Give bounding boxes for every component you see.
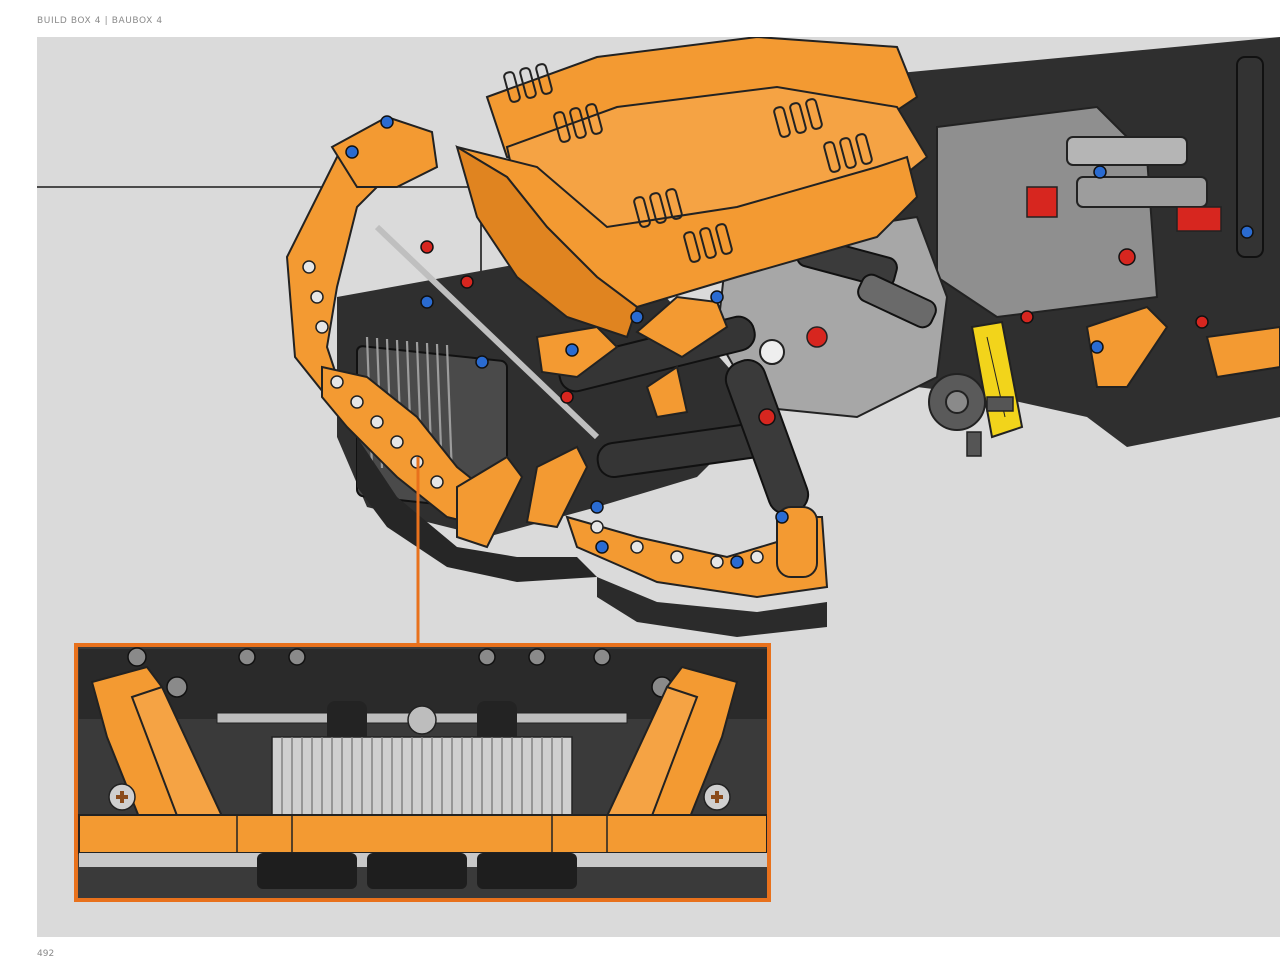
build-box-header: BUILD BOX 4 | BAUBOX 4 xyxy=(37,16,163,26)
callout-orange-bumper xyxy=(78,814,768,854)
right-orange-link-2 xyxy=(1205,325,1280,379)
chassis-gray-beam-2 xyxy=(1076,176,1208,208)
orange-hood-lower-edge xyxy=(455,144,639,339)
detail-callout xyxy=(74,643,771,902)
chassis-gray-beam-1 xyxy=(1066,136,1188,166)
orange-link-center-2 xyxy=(635,295,729,359)
lego-model xyxy=(285,37,1280,637)
header-separator: | xyxy=(104,16,109,26)
callout-dark-pads xyxy=(79,853,767,889)
beam-holes xyxy=(302,260,764,569)
gray-axle xyxy=(374,224,600,440)
orange-bumper-plate-1 xyxy=(456,455,524,549)
hood-vent-slots xyxy=(503,63,873,263)
header-build-box-en: BUILD BOX 4 xyxy=(37,16,102,26)
chassis-red-part-2 xyxy=(1026,186,1058,218)
orange-bumper-plate-2 xyxy=(525,445,589,529)
chassis-dark-beam-vertical xyxy=(1236,56,1264,258)
chassis-red-part xyxy=(1176,206,1222,232)
red-pins xyxy=(420,240,1209,426)
orange-link-lower xyxy=(645,365,689,419)
dark-base-under-loop xyxy=(597,577,827,637)
header-build-box-de: BAUBOX 4 xyxy=(111,16,163,26)
model-illustration xyxy=(37,37,1280,902)
right-orange-link xyxy=(1085,305,1169,388)
callout-frame xyxy=(74,643,771,902)
orange-arm-right-loop xyxy=(565,515,829,599)
callout-frame-holes xyxy=(127,647,673,698)
blue-pins xyxy=(345,115,1254,569)
illustration-panel xyxy=(37,37,1280,937)
page-number: 492 xyxy=(37,949,55,959)
callout-cross-holes xyxy=(108,783,731,811)
